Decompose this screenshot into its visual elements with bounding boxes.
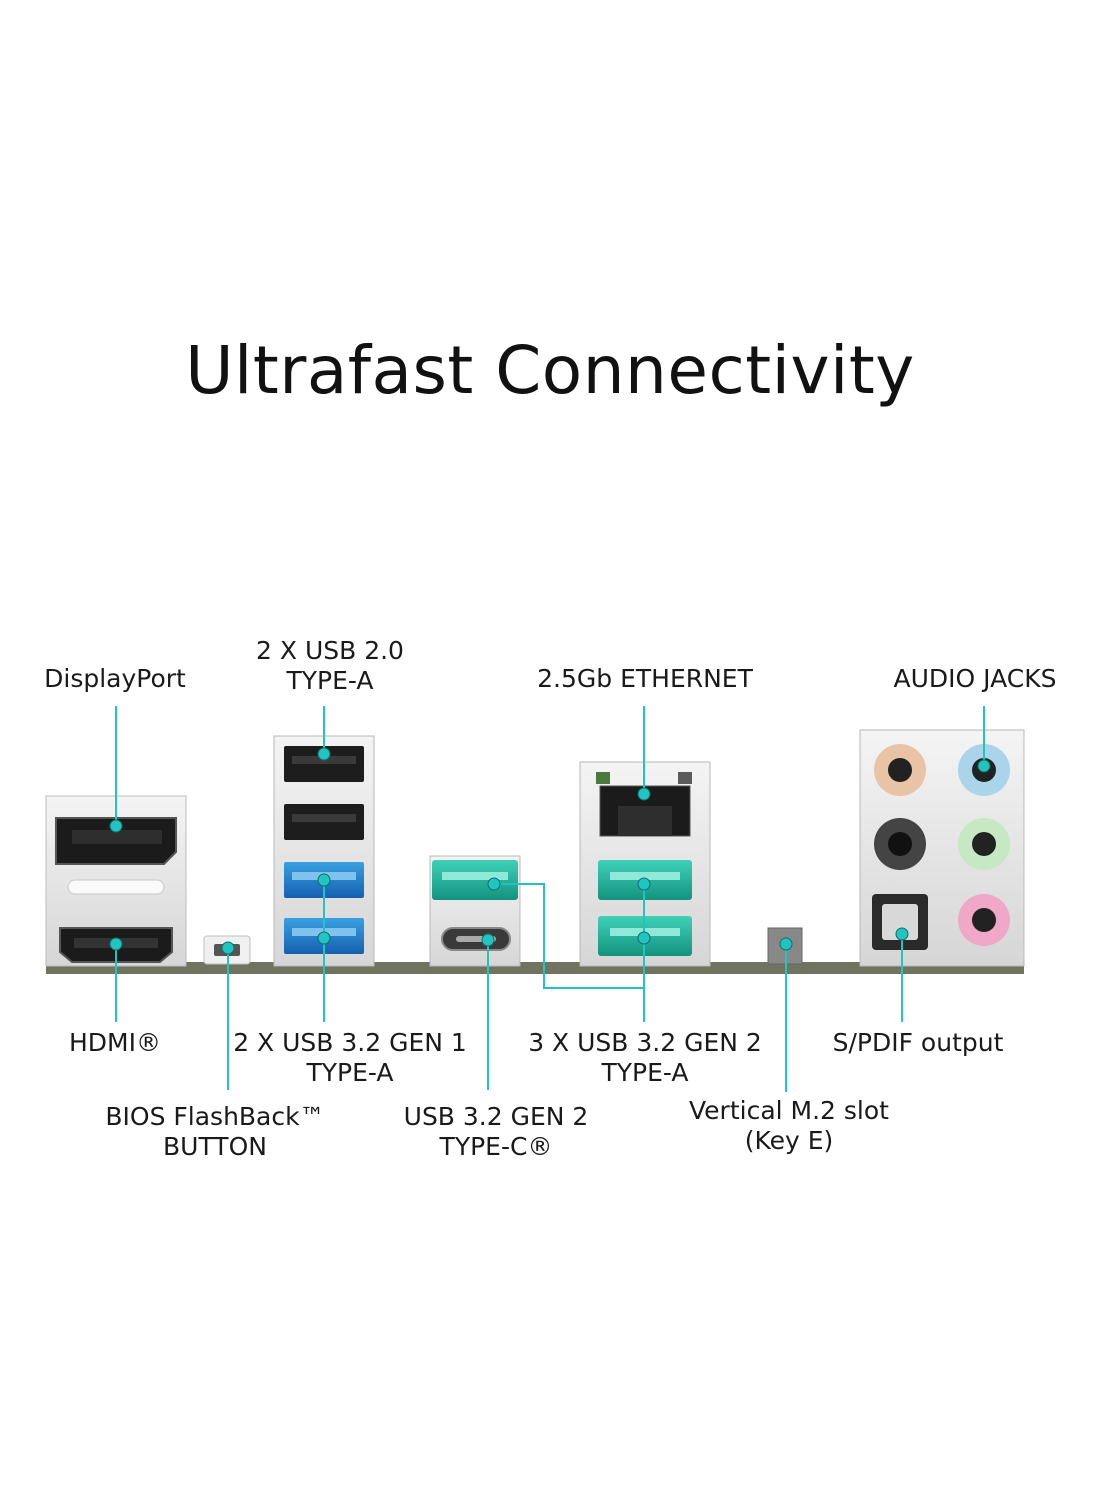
callout-dots	[109, 747, 991, 955]
label-hdmi: HDMI®	[69, 1028, 161, 1057]
label-ethernet: 2.5Gb ETHERNET	[537, 664, 753, 693]
label-m2-slot: Vertical M.2 slot(Key E)	[689, 1096, 889, 1155]
usb-gen2-block	[429, 855, 521, 967]
callout-lines	[115, 706, 985, 1092]
label-spdif: S/PDIF output	[832, 1028, 1004, 1057]
page-title: Ultrafast Connectivity	[185, 332, 915, 409]
label-displayport: DisplayPort	[44, 664, 186, 693]
audio-block	[859, 729, 1025, 967]
label-audio-jacks: AUDIO JACKS	[893, 664, 1057, 693]
